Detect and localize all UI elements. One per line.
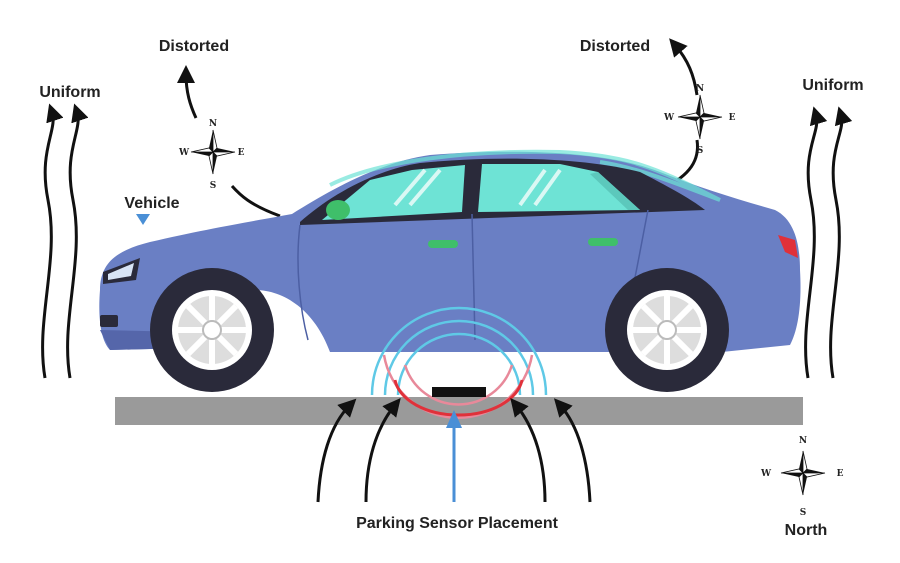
svg-text:E: E xyxy=(837,469,844,479)
svg-text:N: N xyxy=(209,119,217,129)
front-wheel xyxy=(150,268,274,392)
sensor-waves xyxy=(370,306,548,420)
label-uniform-right: Uniform xyxy=(802,77,863,94)
compass-icon: N S E W xyxy=(663,84,736,156)
uniform-field-lines-left xyxy=(41,103,89,379)
door-handle-rear xyxy=(588,238,618,246)
svg-text:E: E xyxy=(238,148,245,158)
door-handle-front xyxy=(428,240,458,248)
sensor-marker-arrow xyxy=(446,410,462,502)
uniform-field-lines-right xyxy=(804,106,853,379)
parking-sensor-device xyxy=(432,387,486,397)
vehicle-marker-icon xyxy=(136,214,150,225)
tail-light xyxy=(778,235,798,258)
label-distorted-left: Distorted xyxy=(159,38,229,55)
north-compass-icon: N S E W xyxy=(760,436,844,518)
label-vehicle: Vehicle xyxy=(124,195,179,212)
compass-icon: N S E W xyxy=(178,119,245,191)
svg-text:N: N xyxy=(799,436,807,446)
label-parking-sensor: Parking Sensor Placement xyxy=(356,515,559,532)
svg-text:S: S xyxy=(800,508,807,518)
sensor-field-lines xyxy=(316,398,592,503)
rear-wheel xyxy=(605,268,729,392)
svg-text:S: S xyxy=(697,146,704,156)
svg-text:W: W xyxy=(663,113,675,123)
label-distorted-right: Distorted xyxy=(580,38,650,55)
label-uniform-left: Uniform xyxy=(39,84,100,101)
label-north: North xyxy=(785,522,828,539)
svg-text:W: W xyxy=(178,148,190,158)
svg-text:S: S xyxy=(210,181,217,191)
svg-text:E: E xyxy=(729,113,736,123)
front-window xyxy=(322,165,465,220)
ground-surface xyxy=(115,397,803,425)
svg-text:W: W xyxy=(760,469,772,479)
side-mirror xyxy=(326,200,350,220)
vehicle xyxy=(99,149,801,392)
svg-text:N: N xyxy=(696,84,704,94)
